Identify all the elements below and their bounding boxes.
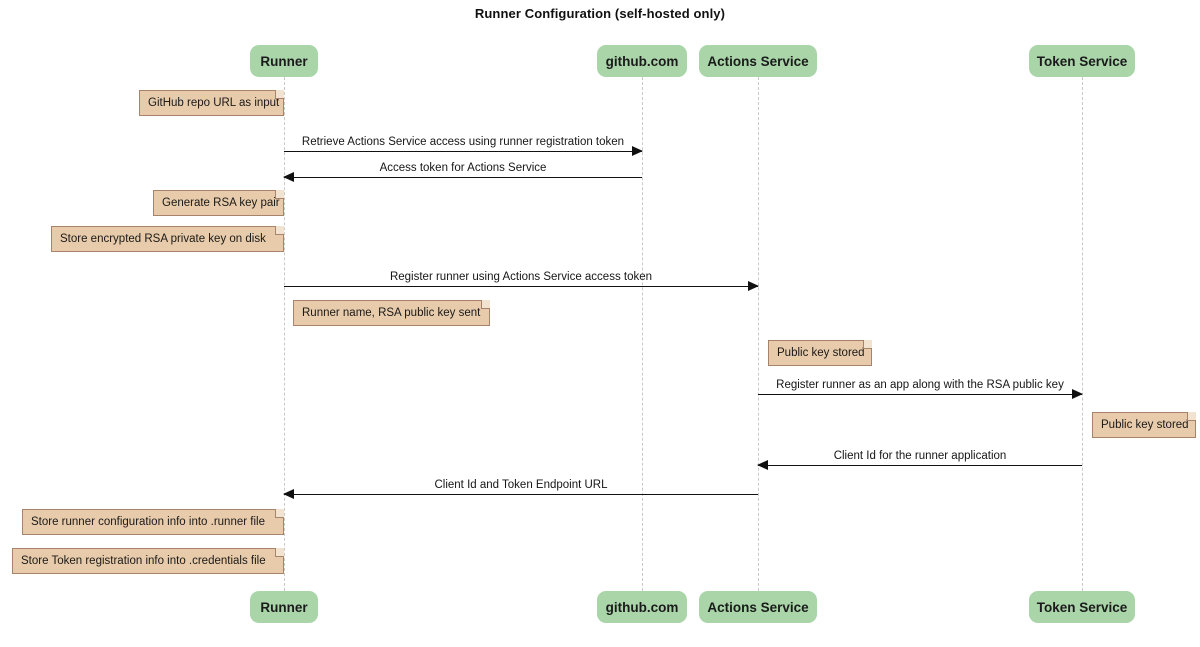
note-n3: Store encrypted RSA private key on disk: [51, 226, 284, 252]
message-label: Access token for Actions Service: [379, 162, 547, 174]
note-fold-corner-icon: [275, 226, 284, 235]
note-n8: Store Token registration info into .cred…: [12, 548, 284, 574]
message-line: [284, 151, 642, 152]
participant-label: Runner: [260, 53, 308, 69]
participant-bottom-github[interactable]: github.com: [597, 591, 687, 623]
message-line: [284, 494, 758, 495]
participant-top-actions[interactable]: Actions Service: [699, 45, 817, 77]
note-text: Public key stored: [1101, 419, 1189, 431]
note-fold-corner-icon: [275, 548, 284, 557]
arrowhead-icon: [283, 489, 294, 499]
note-fold-corner-icon: [275, 509, 284, 518]
participant-label: Actions Service: [707, 53, 809, 69]
arrowhead-icon: [632, 146, 643, 156]
lifeline-github: [642, 77, 643, 591]
message-line: [284, 286, 758, 287]
note-n7: Store runner configuration info into .ru…: [22, 509, 284, 535]
note-fold-corner-icon: [863, 340, 872, 349]
message-line: [758, 465, 1082, 466]
note-text: Store runner configuration info into .ru…: [31, 516, 265, 528]
message-label: Client Id for the runner application: [833, 450, 1007, 462]
note-text: Store encrypted RSA private key on disk: [60, 233, 266, 245]
arrowhead-icon: [1072, 389, 1083, 399]
participant-label: Token Service: [1036, 53, 1128, 69]
note-text: GitHub repo URL as input: [148, 97, 280, 109]
note-n1: GitHub repo URL as input: [139, 90, 284, 116]
participant-label: github.com: [605, 599, 679, 615]
note-text: Public key stored: [777, 347, 865, 359]
note-n6: Public key stored: [1092, 412, 1196, 438]
participant-label: Actions Service: [707, 599, 809, 615]
note-text: Runner name, RSA public key sent: [302, 307, 481, 319]
message-label: Register runner using Actions Service ac…: [389, 271, 653, 283]
note-n2: Generate RSA key pair: [153, 190, 284, 216]
note-fold-corner-icon: [481, 300, 490, 309]
note-fold-corner-icon: [275, 190, 284, 199]
participant-label: Token Service: [1036, 599, 1128, 615]
lifeline-runner: [284, 77, 285, 591]
note-fold-corner-icon: [275, 90, 284, 99]
participant-top-github[interactable]: github.com: [597, 45, 687, 77]
note-text: Generate RSA key pair: [162, 197, 280, 209]
message-label: Retrieve Actions Service access using ru…: [301, 136, 625, 148]
participant-top-runner[interactable]: Runner: [250, 45, 318, 77]
participant-bottom-runner[interactable]: Runner: [250, 591, 318, 623]
note-n5: Public key stored: [768, 340, 872, 366]
message-label: Client Id and Token Endpoint URL: [434, 479, 608, 491]
participant-bottom-token[interactable]: Token Service: [1029, 591, 1135, 623]
participant-label: Runner: [260, 599, 308, 615]
arrowhead-icon: [283, 172, 294, 182]
note-n4: Runner name, RSA public key sent: [293, 300, 490, 326]
participant-bottom-actions[interactable]: Actions Service: [699, 591, 817, 623]
message-line: [284, 177, 642, 178]
note-fold-corner-icon: [1187, 412, 1196, 421]
arrowhead-icon: [757, 460, 768, 470]
diagram-title: Runner Configuration (self-hosted only): [474, 6, 726, 21]
participant-label: github.com: [605, 53, 679, 69]
note-text: Store Token registration info into .cred…: [21, 555, 266, 567]
arrowhead-icon: [748, 281, 759, 291]
participant-top-token[interactable]: Token Service: [1029, 45, 1135, 77]
message-label: Register runner as an app along with the…: [776, 379, 1064, 391]
lifeline-actions: [758, 77, 759, 591]
message-line: [758, 394, 1082, 395]
lifeline-token: [1082, 77, 1083, 591]
